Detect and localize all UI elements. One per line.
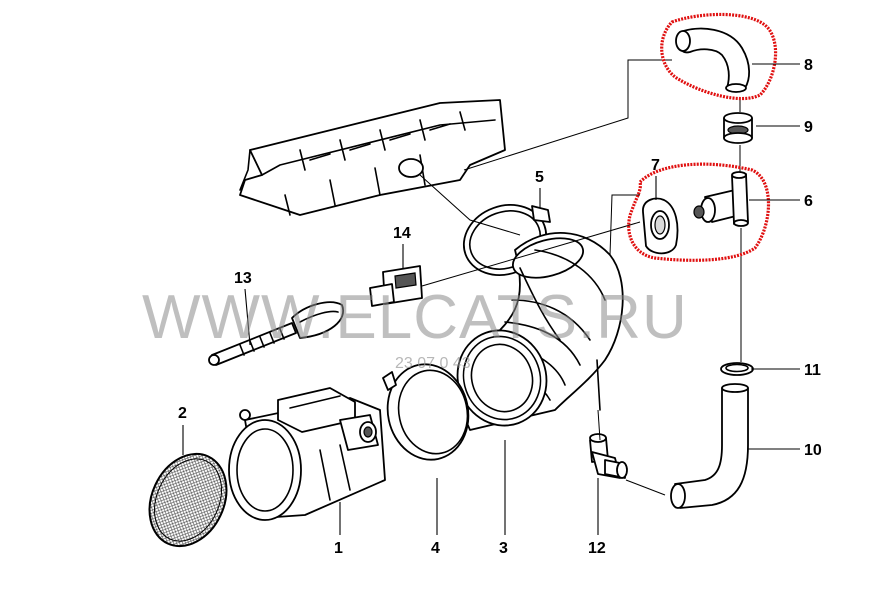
callout-8: 8 — [804, 57, 813, 74]
part-2-filter-screen — [148, 452, 228, 548]
assembly-lines — [419, 59, 742, 496]
part-11-small-clamp — [720, 362, 754, 376]
highlight-part-8 — [660, 12, 778, 101]
callout-5: 5 — [535, 169, 544, 186]
part-9-grommet — [723, 112, 753, 144]
part-12-elbow-fitting — [589, 433, 628, 479]
watermark-text: WWW.ELCATS.RU — [142, 283, 688, 352]
callout-6: 6 — [804, 193, 813, 210]
part-7-gasket — [642, 197, 679, 255]
callout-12: 12 — [588, 540, 606, 557]
callout-9: 9 — [804, 119, 813, 136]
callout-7: 7 — [651, 157, 660, 174]
callout-4: 4 — [431, 540, 440, 557]
callout-11: 11 — [804, 362, 821, 379]
part-13-sensor-probe — [208, 301, 345, 366]
callout-labels: 8 9 6 7 5 14 13 2 11 10 12 3 4 1 — [178, 57, 822, 557]
callout-13: 13 — [234, 270, 252, 287]
part-4-clamp-ring — [382, 363, 470, 461]
callout-10: 10 — [804, 442, 822, 459]
callout-2: 2 — [178, 405, 187, 422]
red-highlight-marks — [627, 12, 778, 262]
part-6-valve — [693, 171, 749, 227]
part-1-air-flow-meter — [228, 387, 386, 521]
leader-lines — [182, 63, 800, 535]
part-3-intake-boot — [456, 231, 624, 431]
callout-14: 14 — [393, 225, 411, 242]
part-8-hose-elbow — [675, 27, 751, 93]
part-10-bent-hose — [670, 383, 749, 509]
callout-3: 3 — [499, 540, 508, 557]
part-14-connector — [369, 265, 423, 307]
highlight-parts-6-7 — [627, 162, 771, 262]
watermark-code: 23 07 0 43 — [395, 355, 471, 372]
callout-1: 1 — [334, 540, 343, 557]
intake-manifold — [239, 99, 506, 216]
